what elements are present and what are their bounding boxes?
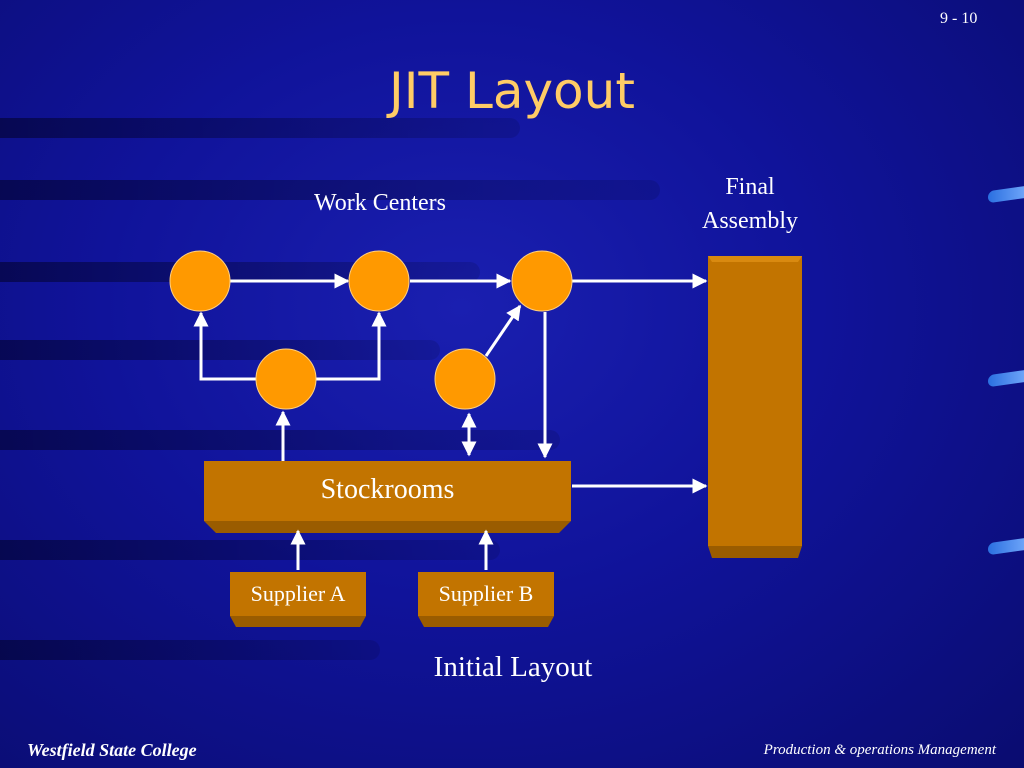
supplier-b-box <box>418 572 554 627</box>
footer-institution: Westfield State College <box>27 740 197 760</box>
final-assembly-label: Final Assembly <box>680 170 820 238</box>
work-centers-label: Work Centers <box>313 190 447 216</box>
footer-course: Production & operations Management <box>763 742 996 758</box>
arrow-wc4-wc2 <box>316 311 387 381</box>
supplier-a-box <box>230 572 366 627</box>
diagram-caption: Initial Layout <box>433 651 593 683</box>
supplier-a-label: Supplier A <box>250 581 346 606</box>
slide-title: JIT Layout <box>389 62 635 120</box>
work-center-node <box>255 348 317 410</box>
stockrooms-box <box>204 461 571 533</box>
background-stripe <box>0 430 560 450</box>
slide-number: 9 - 10 <box>940 10 978 27</box>
background-stripe <box>0 180 660 200</box>
arrow-wc4-wc1 <box>193 311 256 381</box>
supplier-b-label: Supplier B <box>438 581 534 606</box>
work-center-node <box>511 250 573 312</box>
background-stripe <box>0 118 520 138</box>
final-assembly-line1: Final <box>725 174 775 200</box>
background-stripe <box>0 540 500 560</box>
background-stripe <box>0 340 440 360</box>
final-assembly-line2: Assembly <box>702 208 798 234</box>
flow-arrows <box>193 273 708 570</box>
arrow-wc5-wc3 <box>484 304 522 357</box>
background-stripe <box>0 640 380 660</box>
stockrooms-label: Stockrooms <box>320 474 455 505</box>
work-center-node <box>434 348 496 410</box>
final-assembly-bar <box>708 256 802 558</box>
work-center-node <box>348 250 410 312</box>
work-center-node <box>169 250 231 312</box>
